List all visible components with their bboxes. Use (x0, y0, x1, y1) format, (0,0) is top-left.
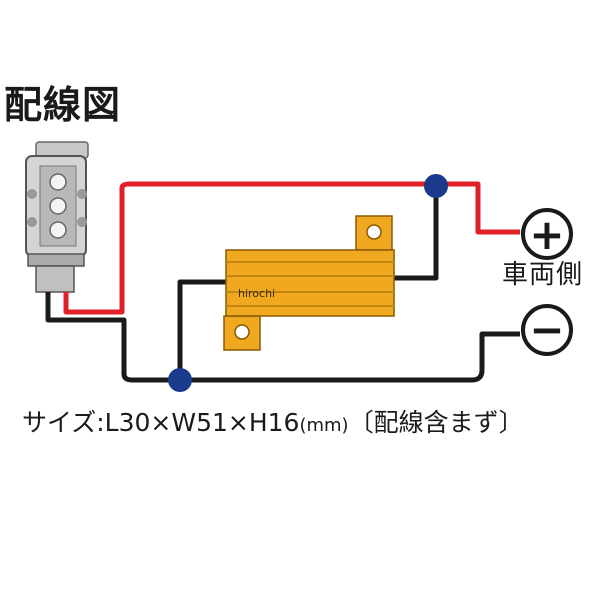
led-chip-1 (49, 173, 67, 191)
resistor-lead-negative (177, 279, 226, 378)
led-side-1 (27, 189, 37, 199)
diagram-title: 配線図 (4, 83, 122, 127)
size-wiring-note: 〔配線含まず〕 (348, 408, 524, 437)
watermark-text: hirochi (238, 287, 276, 300)
junction-positive (424, 174, 448, 198)
resistor-hole-left (234, 324, 250, 340)
positive-terminal: + (521, 208, 573, 260)
negative-terminal-circle (521, 304, 573, 356)
resistor-lead-positive (392, 186, 439, 281)
vehicle-side-label: 車両側 (502, 260, 584, 290)
junction-negative (168, 368, 192, 392)
led-bulb (25, 141, 89, 293)
bulb-collar (27, 253, 85, 267)
positive-terminal-circle (521, 208, 573, 260)
negative-terminal: − (521, 304, 573, 356)
resistor-hole-right (366, 224, 382, 240)
led-chip-3 (49, 221, 67, 239)
led-side-3 (77, 189, 87, 199)
negative-wire (45, 292, 520, 383)
size-dimensions: サイズ:L30×W51×H16 (22, 408, 300, 437)
positive-terminal-symbol: + (529, 210, 564, 259)
led-chip-2 (49, 197, 67, 215)
size-unit: (mm) (299, 415, 349, 436)
load-resistor (223, 215, 395, 351)
led-side-4 (77, 217, 87, 227)
size-note: サイズ:L30×W51×H16(mm)〔配線含まず〕 (22, 410, 524, 435)
bulb-base (35, 265, 75, 293)
negative-terminal-symbol: − (529, 305, 564, 354)
led-side-2 (27, 217, 37, 227)
